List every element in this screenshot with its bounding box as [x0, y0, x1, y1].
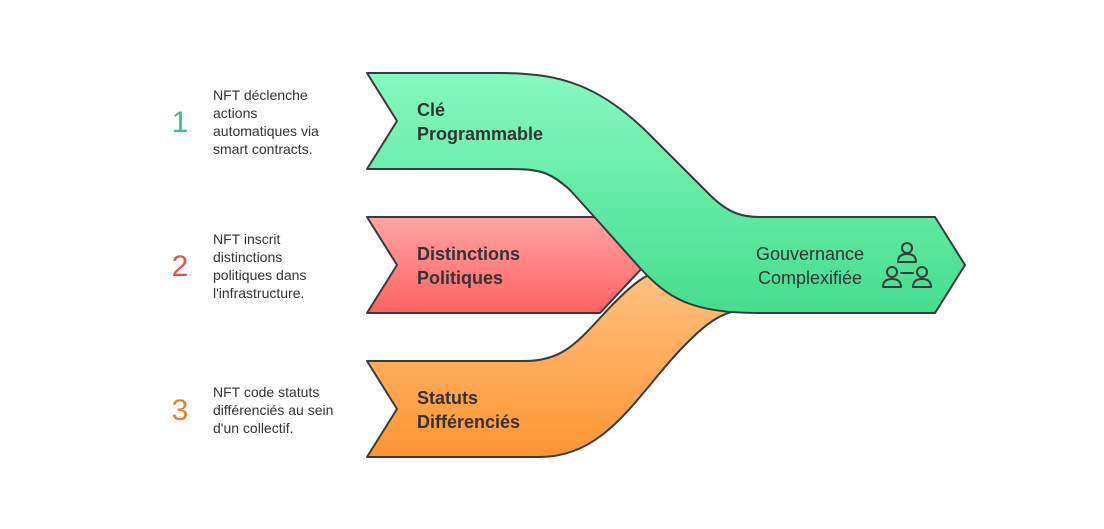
label-statuts-differencies: Statuts Différenciés — [417, 386, 520, 434]
label-line: Politiques — [417, 268, 504, 288]
description-line: smart contracts. — [213, 141, 313, 157]
result-line: Complexifiée — [757, 268, 863, 288]
description-line: politiques dans — [213, 267, 307, 283]
description-line: l'infrastructure. — [213, 285, 305, 301]
description-line: différenciés au sein — [213, 402, 334, 418]
step-number-1: 1 — [171, 106, 189, 139]
description-line: automatiques via — [213, 123, 319, 139]
label-line: Distinctions — [417, 244, 521, 264]
step-number-3: 3 — [171, 394, 189, 427]
result-line: Gouvernance — [755, 244, 865, 264]
description-line: NFT déclenche — [213, 87, 308, 103]
arrow-cle-programmable — [366, 72, 966, 314]
result-label: Gouvernance Complexifiée — [735, 242, 885, 290]
label-line: Programmable — [417, 124, 544, 144]
label-line: Différenciés — [417, 412, 521, 432]
description-line: NFT code statuts — [213, 384, 320, 400]
label-distinctions-politiques: Distinctions Politiques — [417, 242, 520, 290]
description-line: NFT inscrit — [213, 231, 281, 247]
label-line: Statuts — [417, 388, 479, 408]
step-description-1: NFT déclenche actions automatiques via s… — [213, 86, 353, 158]
label-cle-programmable: Clé Programmable — [417, 98, 543, 146]
description-line: actions — [213, 105, 258, 121]
description-line: distinctions — [213, 249, 283, 265]
label-line: Clé — [417, 100, 446, 120]
description-line: d'un collectif. — [213, 420, 294, 436]
step-description-3: NFT code statuts différenciés au sein d'… — [213, 383, 353, 437]
group-people-icon — [882, 242, 932, 288]
step-description-2: NFT inscrit distinctions politiques dans… — [213, 230, 353, 302]
step-number-2: 2 — [171, 250, 189, 283]
